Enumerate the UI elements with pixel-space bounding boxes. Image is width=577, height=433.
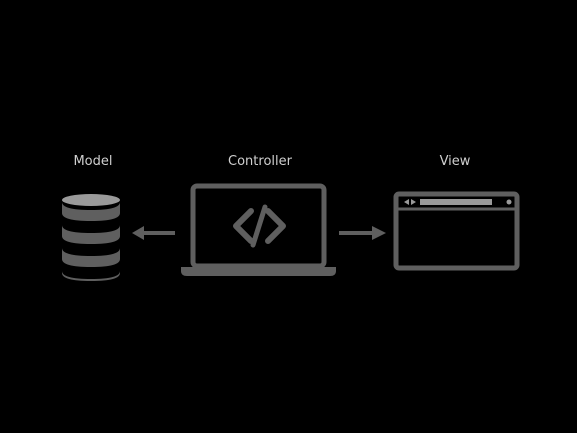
browser-window-icon (393, 191, 520, 271)
arrow-left-icon (132, 226, 175, 240)
arrow-right-icon (339, 226, 386, 240)
view-label: View (439, 154, 471, 169)
controller-label: Controller (228, 154, 292, 169)
database-icon (62, 194, 120, 281)
laptop-code-icon (181, 183, 336, 276)
model-label: Model (73, 154, 113, 169)
